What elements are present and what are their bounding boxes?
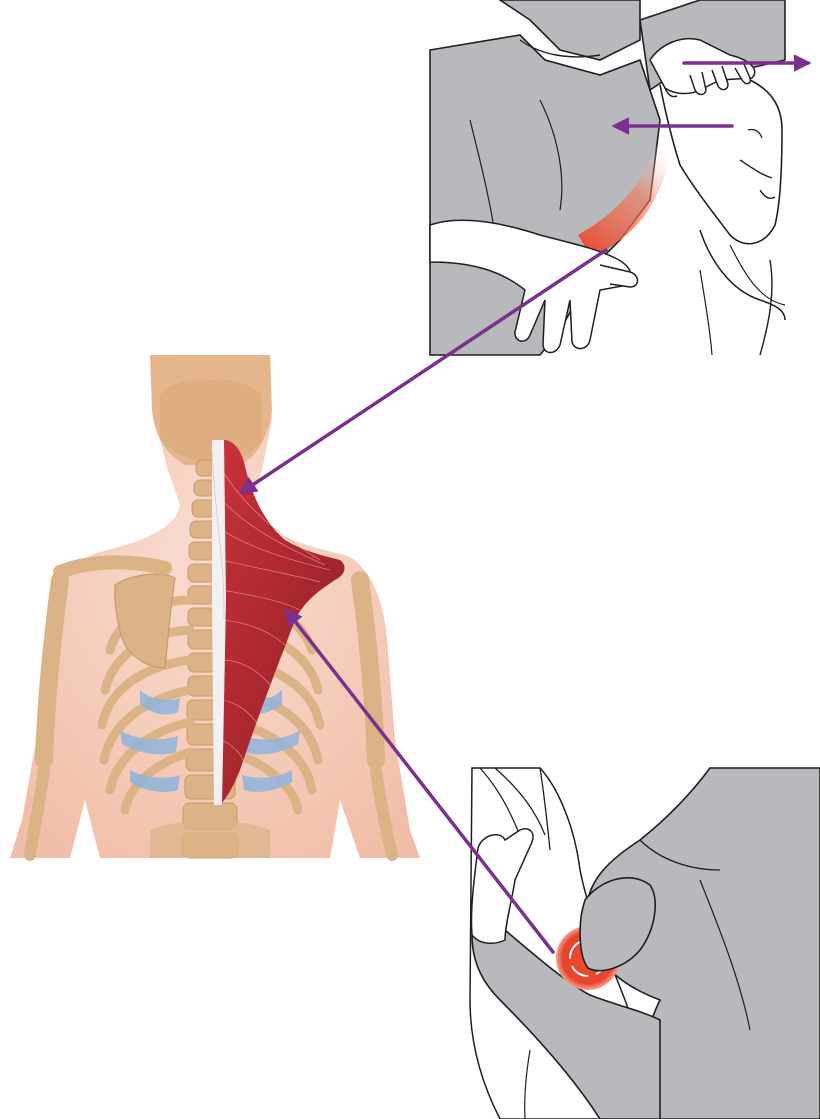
trapezius-anatomy-illustration: [10, 355, 420, 858]
arrow-icon: [242, 250, 606, 492]
trigger-point-pressure-illustration: [470, 768, 820, 1119]
neck-stretch-illustration: [430, 0, 785, 355]
patient-face: [660, 80, 782, 244]
